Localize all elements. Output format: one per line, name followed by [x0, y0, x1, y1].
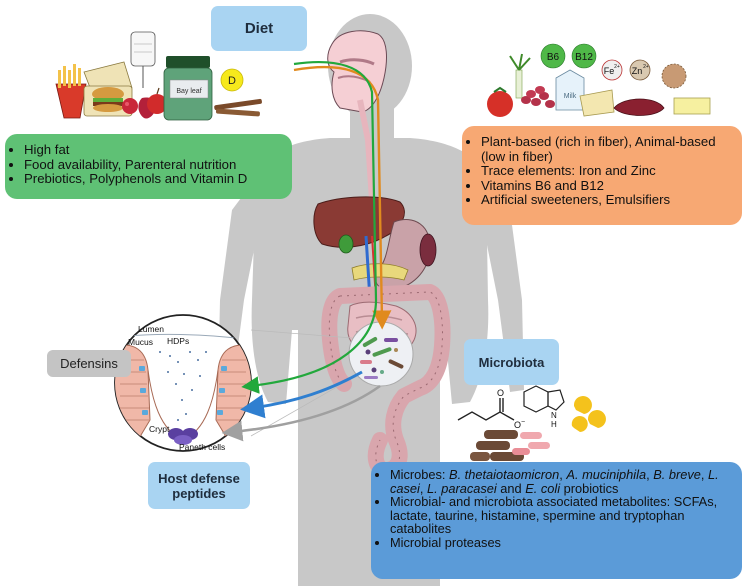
species-name: A. muciniphila: [566, 467, 647, 482]
paneth-cells-label: Paneth cells: [179, 442, 225, 452]
defensins-box: Defensins: [47, 350, 131, 377]
b6-label: B6: [547, 52, 560, 63]
bay-leaf-label: Bay leaf: [176, 88, 201, 95]
microbe-text: Microbial proteases: [390, 534, 501, 550]
microbe-factor-item: Microbial- and microbiota associated met…: [390, 495, 734, 536]
microbe-text: ,: [419, 480, 427, 496]
microbiota-title-box: Microbiota: [464, 339, 559, 385]
hdps-label: HDPs: [167, 336, 189, 346]
microbe-factor-item: Microbial proteases: [390, 536, 734, 550]
zn-charge-label: 2+: [643, 64, 649, 70]
mucus-label: Mucus: [128, 337, 153, 347]
microbe-factors-box: Microbes: B. thetaiotaomicron, A. mucini…: [371, 462, 742, 579]
digestive-organs: [313, 196, 451, 478]
arrow-green-diet: [293, 61, 378, 301]
nutrient-factor-item: Vitamins B6 and B12: [481, 178, 734, 194]
microbe-text: ,: [700, 467, 709, 482]
defensins-label: Defensins: [60, 356, 118, 371]
species-name: E. coli: [525, 480, 561, 496]
carboxylate-o-label: O: [514, 420, 521, 430]
microbiota-title: Microbiota: [478, 354, 545, 370]
diet-title: Diet: [244, 20, 274, 37]
diet-factor-item: Food availability, Parenteral nutrition: [24, 157, 284, 173]
diet-food-illustrations: [55, 31, 262, 121]
microbe-factor-item: Microbes: B. thetaiotaomicron, A. mucini…: [390, 468, 734, 495]
b12-label: B12: [575, 52, 593, 63]
nutrient-factor-list: Plant-based (rich in fiber), Animal-base…: [470, 134, 734, 208]
arrow-orange-diet: [293, 65, 392, 330]
microbe-text: Microbial- and microbiota associated met…: [390, 494, 718, 537]
nutrient-factor-item: Plant-based (rich in fiber), Animal-base…: [481, 134, 734, 164]
microbiota-zoom: [348, 321, 414, 387]
nutrient-factor-item: Trace elements: Iron and Zinc: [481, 163, 734, 179]
microbe-text: ,: [646, 467, 654, 482]
metabolite-illustrations: [457, 385, 606, 461]
nutrient-factor-item: Artificial sweeteners, Emulsifiers: [481, 192, 734, 208]
indole-n-label: N: [551, 411, 557, 420]
hdp-title-box: Host defense peptides: [148, 462, 250, 509]
hdp-title: Host defense peptides: [158, 470, 240, 501]
microbe-text: probiotics: [560, 480, 619, 496]
diet-title-box: Diet: [211, 6, 307, 51]
microbe-text: and: [496, 480, 526, 496]
fe-charge-label: 2+: [614, 64, 620, 70]
microbe-factor-list: Microbes: B. thetaiotaomicron, A. mucini…: [379, 468, 734, 550]
diet-factor-item: Prebiotics, Polyphenols and Vitamin D: [24, 171, 284, 187]
vitamin-d-label: D: [228, 75, 236, 87]
diet-factors-box: High fat Food availability, Parenteral n…: [5, 134, 292, 199]
microbe-text: Microbes:: [390, 467, 450, 482]
species-name: L. casei: [390, 467, 719, 496]
fe-label: Fe: [604, 66, 615, 76]
zoom-line-top: [250, 329, 353, 339]
nutrient-illustrations: [487, 43, 711, 117]
arrow-gray-crypt: [221, 384, 381, 442]
species-name: L. paracasei: [427, 480, 497, 496]
lumen-label: Lumen: [138, 324, 164, 334]
diet-factor-item: High fat: [24, 142, 284, 158]
microbe-text: ,: [559, 467, 567, 482]
species-name: B. thetaiotaomicron: [449, 467, 560, 482]
species-name: B. breve: [653, 467, 701, 482]
carbonyl-o-label: O: [497, 388, 504, 398]
nutrient-factors-box: Plant-based (rich in fiber), Animal-base…: [462, 126, 742, 225]
arrow-blue-crypt: [240, 370, 363, 419]
arrow-green-crypt: [241, 299, 378, 394]
diet-factor-list: High fat Food availability, Parenteral n…: [13, 142, 284, 187]
carboxylate-minus-label: −: [521, 419, 525, 426]
crypt-label: Crypt: [149, 424, 170, 434]
indole-h-label: H: [551, 420, 557, 429]
milk-label: Milk: [564, 93, 577, 100]
zn-label: Zn: [632, 66, 643, 76]
